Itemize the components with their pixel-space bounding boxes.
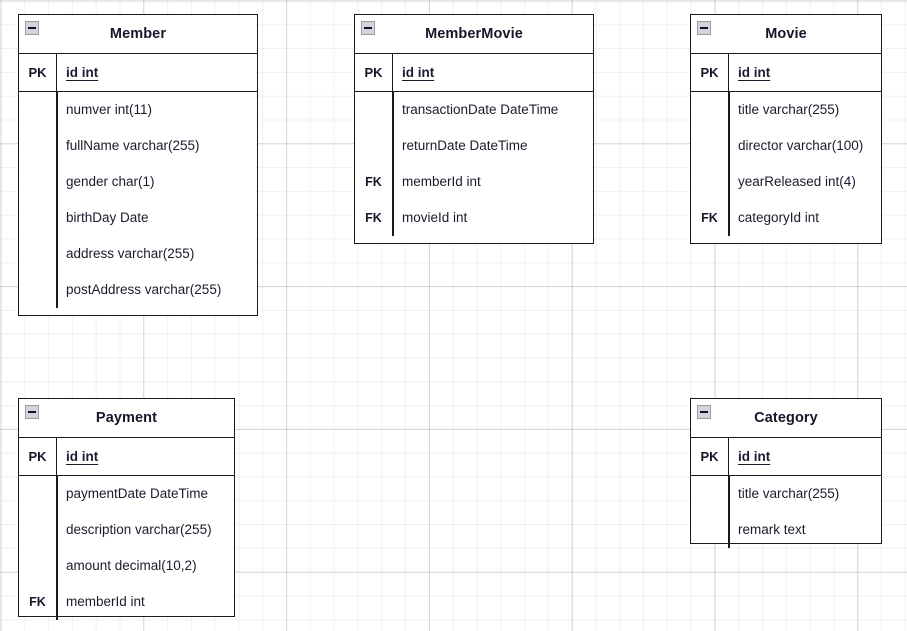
field-row: FK memberId int — [19, 584, 234, 620]
field-name: fullName varchar(255) — [66, 138, 200, 154]
key-label: FK — [365, 174, 382, 189]
field-row: FK memberId int — [355, 164, 593, 200]
field-name: id int — [402, 64, 435, 80]
primary-key-row: PK id int — [691, 438, 881, 476]
minus-collapse-icon[interactable] — [361, 21, 375, 35]
entity-header: Payment — [19, 399, 234, 438]
field-name: memberId int — [66, 594, 145, 610]
field-name: id int — [66, 448, 99, 464]
entity-header: Member — [19, 15, 257, 54]
minus-collapse-icon[interactable] — [697, 405, 711, 419]
field-row: gender char(1) — [19, 164, 257, 200]
field-name: amount decimal(10,2) — [66, 558, 197, 574]
field-row: title varchar(255) — [691, 92, 881, 128]
field-list: paymentDate DateTime description varchar(… — [19, 476, 234, 629]
field-row: transactionDate DateTime — [355, 92, 593, 128]
key-label: FK — [365, 210, 382, 225]
field-name: director varchar(100) — [738, 138, 864, 154]
key-label: PK — [28, 65, 47, 80]
field-row: remark text — [691, 512, 881, 548]
field-name: birthDay Date — [66, 210, 149, 226]
field-name: paymentDate DateTime — [66, 486, 209, 502]
primary-key-row: PK id int — [355, 54, 593, 92]
field-row: title varchar(255) — [691, 476, 881, 512]
entity-title: Payment — [95, 410, 158, 426]
field-row: description varchar(255) — [19, 512, 234, 548]
minus-collapse-icon[interactable] — [25, 21, 39, 35]
entity-header: Category — [691, 399, 881, 438]
entity-header: MemberMovie — [355, 15, 593, 54]
field-list: title varchar(255) remark text — [691, 476, 881, 557]
field-row: postAddress varchar(255) — [19, 272, 257, 308]
field-row: fullName varchar(255) — [19, 128, 257, 164]
field-row: FK categoryId int — [691, 200, 881, 236]
field-row: FK movieId int — [355, 200, 593, 236]
field-name: gender char(1) — [66, 174, 155, 190]
field-name: yearReleased int(4) — [738, 174, 856, 190]
field-name: categoryId int — [738, 210, 820, 226]
field-name: transactionDate DateTime — [402, 102, 559, 118]
field-name: id int — [738, 64, 771, 80]
minus-collapse-icon[interactable] — [697, 21, 711, 35]
primary-key-row: PK id int — [19, 54, 257, 92]
key-label: PK — [700, 449, 719, 464]
field-name: description varchar(255) — [66, 522, 212, 538]
field-list: numver int(11) fullName varchar(255) gende… — [19, 92, 257, 317]
entity-title: Movie — [765, 26, 807, 42]
primary-key-row: PK id int — [19, 438, 234, 476]
field-name: address varchar(255) — [66, 246, 195, 262]
key-label: PK — [364, 65, 383, 80]
field-row: amount decimal(10,2) — [19, 548, 234, 584]
field-name: numver int(11) — [66, 102, 153, 118]
key-label: FK — [701, 210, 718, 225]
primary-key-row: PK id int — [691, 54, 881, 92]
key-label: PK — [700, 65, 719, 80]
field-list: transactionDate DateTime returnDate DateT… — [355, 92, 593, 245]
field-row: birthDay Date — [19, 200, 257, 236]
key-label: PK — [28, 449, 47, 464]
field-row: address varchar(255) — [19, 236, 257, 272]
field-name: id int — [66, 64, 99, 80]
minus-collapse-icon[interactable] — [25, 405, 39, 419]
field-list: title varchar(255) director varchar(100) y… — [691, 92, 881, 245]
field-row: director varchar(100) — [691, 128, 881, 164]
entity-title: Member — [109, 26, 167, 42]
key-label: FK — [29, 594, 46, 609]
field-name: memberId int — [402, 174, 481, 190]
field-row: paymentDate DateTime — [19, 476, 234, 512]
entity-title: Category — [754, 410, 818, 426]
field-name: remark text — [738, 522, 806, 538]
entity-header: Movie — [691, 15, 881, 54]
field-name: postAddress varchar(255) — [66, 282, 222, 298]
field-name: movieId int — [402, 210, 468, 226]
field-row: returnDate DateTime — [355, 128, 593, 164]
field-name: returnDate DateTime — [402, 138, 528, 154]
field-row: yearReleased int(4) — [691, 164, 881, 200]
field-row: numver int(11) — [19, 92, 257, 128]
field-name: title varchar(255) — [738, 102, 840, 118]
field-name: id int — [738, 448, 771, 464]
field-name: title varchar(255) — [738, 486, 840, 502]
entity-title: MemberMovie — [425, 26, 523, 42]
